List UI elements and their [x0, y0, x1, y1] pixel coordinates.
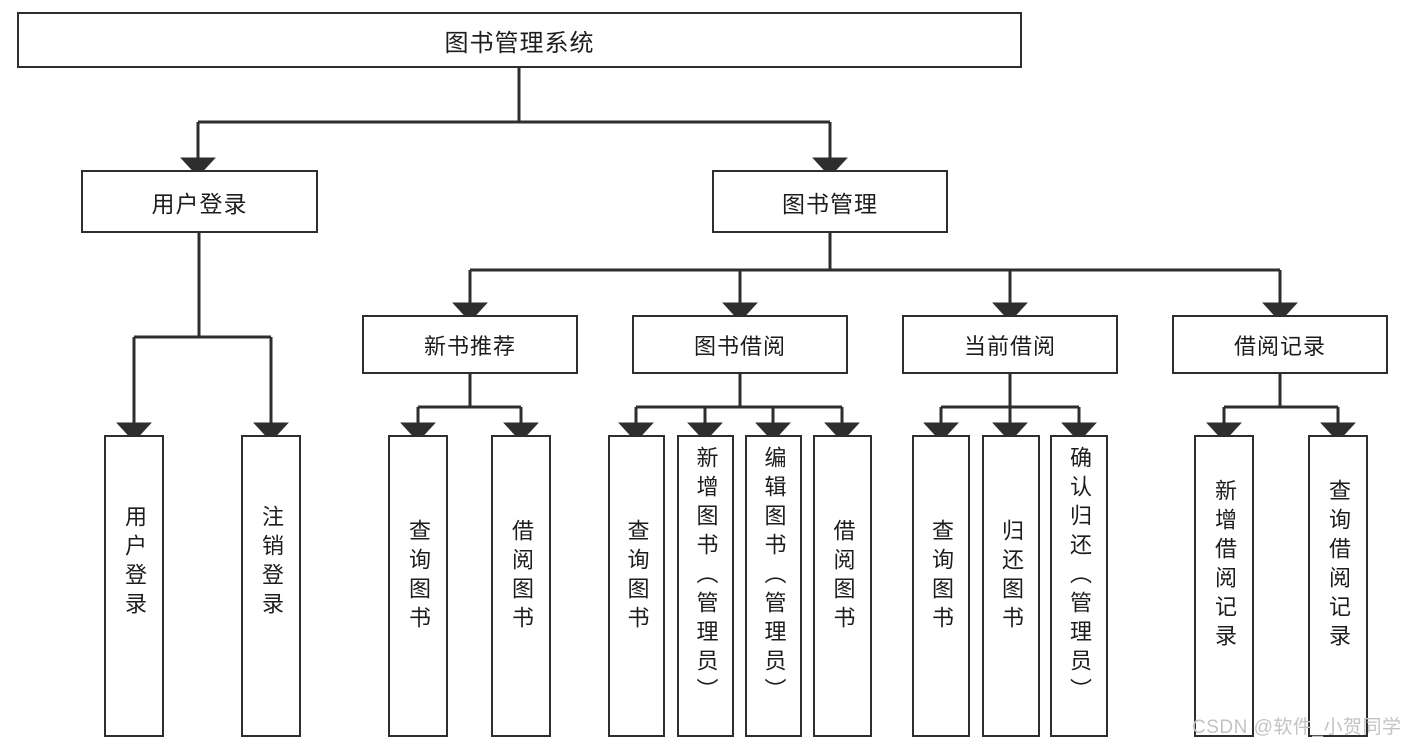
leaf-add-record[interactable]: 新增借阅记录: [1194, 435, 1254, 737]
leaf-label: 注销登录: [259, 505, 284, 621]
node-user-login[interactable]: 用户登录: [81, 170, 318, 233]
node-label: 当前借阅: [963, 333, 1056, 359]
node-book-manage[interactable]: 图书管理: [712, 170, 948, 233]
node-label: 新书推荐: [423, 333, 516, 359]
node-label: 用户登录: [151, 190, 248, 217]
leaf-label: 新增借阅记录: [1212, 479, 1237, 653]
leaf-logout-login[interactable]: 注销登录: [241, 435, 301, 737]
leaf-label: 查询图书: [929, 519, 954, 635]
leaf-query-book-3[interactable]: 查询图书: [912, 435, 970, 737]
leaf-label: 用户登录: [122, 505, 147, 621]
leaf-label: 借阅图书: [509, 519, 534, 635]
leaf-label: 新增图书（管理员）: [693, 446, 719, 707]
node-current-borrow[interactable]: 当前借阅: [902, 315, 1118, 374]
node-book-borrow[interactable]: 图书借阅: [632, 315, 848, 374]
leaf-add-book[interactable]: 新增图书（管理员）: [677, 435, 734, 737]
node-label: 借阅记录: [1233, 333, 1326, 359]
leaf-label: 借阅图书: [830, 519, 856, 635]
leaf-return-book[interactable]: 归还图书: [982, 435, 1040, 737]
leaf-query-book-2[interactable]: 查询图书: [608, 435, 665, 737]
node-label: 图书管理: [782, 190, 878, 217]
node-borrow-record[interactable]: 借阅记录: [1172, 315, 1388, 374]
node-label: 图书借阅: [693, 333, 786, 359]
leaf-label: 确认归还（管理员）: [1067, 446, 1092, 707]
leaf-query-book-1[interactable]: 查询图书: [388, 435, 448, 737]
node-root-system[interactable]: 图书管理系统: [17, 12, 1022, 68]
leaf-edit-book[interactable]: 编辑图书（管理员）: [745, 435, 802, 737]
leaf-label: 编辑图书（管理员）: [761, 446, 787, 707]
leaf-user-login[interactable]: 用户登录: [104, 435, 164, 737]
leaf-borrow-book-1[interactable]: 借阅图书: [491, 435, 551, 737]
watermark-text: CSDN @软件_小贺同学: [1192, 717, 1402, 738]
leaf-label: 归还图书: [999, 519, 1024, 635]
leaf-label: 查询图书: [406, 519, 431, 635]
leaf-label: 查询图书: [624, 519, 650, 635]
leaf-confirm-return[interactable]: 确认归还（管理员）: [1050, 435, 1108, 737]
leaf-borrow-book-2[interactable]: 借阅图书: [813, 435, 872, 737]
leaf-label: 查询借阅记录: [1326, 479, 1351, 653]
node-label: 图书管理系统: [444, 29, 595, 57]
leaf-query-record[interactable]: 查询借阅记录: [1308, 435, 1368, 737]
node-new-book-recommend[interactable]: 新书推荐: [362, 315, 578, 374]
